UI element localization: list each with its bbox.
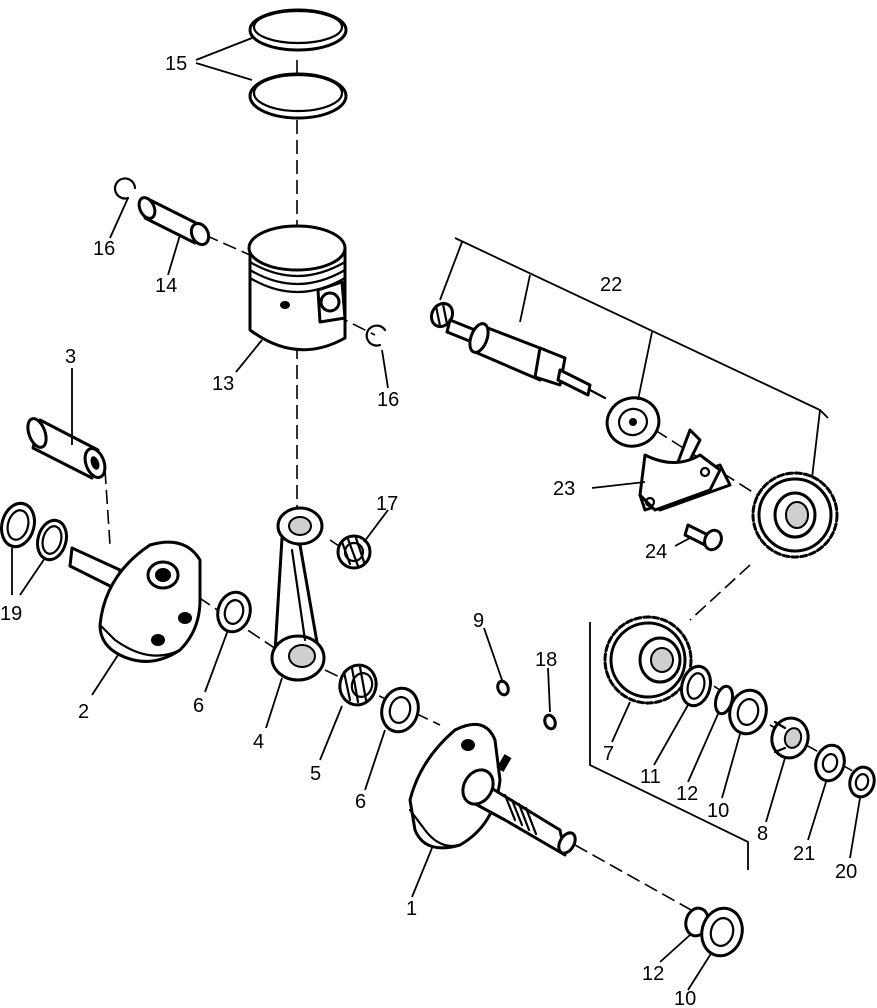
seal-ring-outer — [0, 501, 36, 549]
callout-3: 3 — [65, 346, 76, 368]
ball-bearing-upper — [728, 688, 768, 736]
thrust-washer-left — [216, 590, 252, 634]
callout-24: 24 — [645, 541, 667, 563]
piston — [247, 224, 347, 352]
callout-6-left: 6 — [193, 695, 204, 717]
callout-12-upper: 12 — [676, 783, 698, 805]
crankshaft-drive-gear — [603, 615, 693, 705]
crank-pin — [26, 417, 107, 480]
big-end-bearing — [338, 663, 378, 707]
callout-6-right: 6 — [355, 791, 366, 813]
callout-10-lower: 10 — [674, 988, 696, 1008]
callout-14: 14 — [155, 275, 177, 297]
small-end-bearing — [336, 534, 372, 570]
callout-8: 8 — [757, 823, 768, 845]
woodruff-key-upper — [496, 679, 510, 697]
spacer-ring — [680, 664, 712, 708]
flat-washer — [814, 743, 846, 783]
callout-10-upper: 10 — [707, 800, 729, 822]
callout-16-upper: 16 — [93, 238, 115, 260]
callout-5: 5 — [310, 763, 321, 785]
callout-22: 22 — [600, 274, 622, 296]
piston-pin-circlip-left — [113, 177, 137, 200]
callout-23: 23 — [553, 478, 575, 500]
balance-shaft-gear — [751, 471, 839, 559]
callout-18: 18 — [535, 649, 557, 671]
woodruff-key-lower — [543, 713, 557, 731]
retainer-bolt — [683, 523, 723, 552]
connecting-rod — [270, 506, 326, 682]
balance-shaft — [429, 301, 607, 400]
callout-13: 13 — [212, 373, 234, 395]
balance-shaft-bearing — [605, 396, 661, 448]
seal-ring-inner — [36, 518, 68, 562]
castle-nut — [770, 716, 810, 760]
callout-labels: 15 16 14 13 16 3 19 2 6 4 5 6 17 9 18 1 … — [0, 53, 857, 1008]
callout-15: 15 — [165, 53, 187, 75]
leader-lines — [11, 37, 861, 991]
callout-20: 20 — [835, 861, 857, 883]
callout-4: 4 — [253, 731, 264, 753]
callout-19: 19 — [0, 603, 22, 625]
crankshaft-half-left — [68, 540, 202, 663]
thrust-washer-right — [380, 686, 420, 734]
piston-ring-lower — [248, 72, 348, 120]
bearing-retainer-plate — [638, 428, 732, 512]
callout-11: 11 — [640, 766, 661, 788]
callout-17: 17 — [376, 493, 398, 515]
callout-2: 2 — [78, 701, 89, 723]
callout-9: 9 — [473, 610, 484, 632]
piston-pin — [137, 196, 211, 247]
callout-16-lower: 16 — [377, 389, 399, 411]
callout-7: 7 — [603, 743, 614, 765]
callout-12-lower: 12 — [642, 963, 664, 985]
callout-21: 21 — [793, 843, 815, 865]
crankshaft-half-right — [408, 722, 577, 857]
piston-pin-circlip-right — [365, 324, 387, 347]
hex-nut — [848, 765, 876, 799]
callout-1: 1 — [406, 898, 417, 920]
ball-bearing-lower — [700, 906, 744, 958]
piston-ring-upper — [248, 8, 348, 52]
